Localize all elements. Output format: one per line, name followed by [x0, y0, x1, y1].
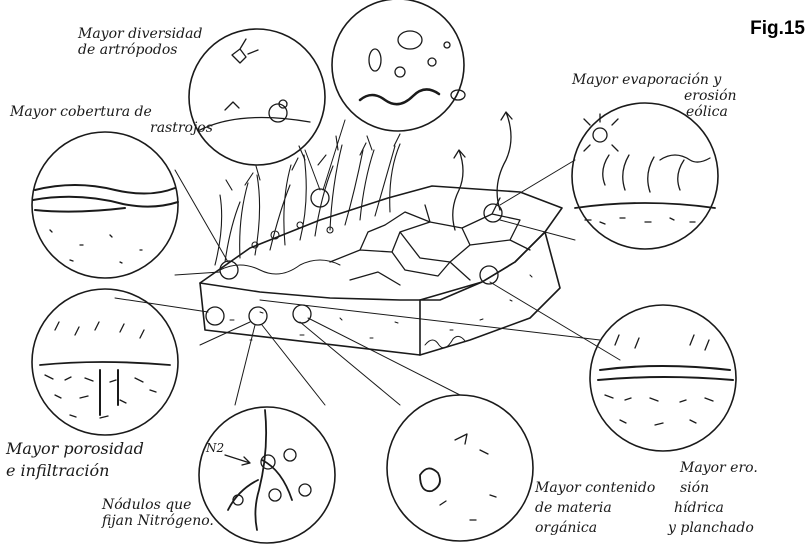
marker-circle [249, 307, 267, 325]
circle-water-erosion [590, 305, 736, 451]
marker-circle [206, 307, 224, 325]
connector-lines [115, 120, 620, 405]
circle-organic-matter [387, 395, 533, 541]
artist-signature [425, 336, 465, 347]
circle-nodules [199, 407, 335, 543]
figure-label: Fig.15 [750, 18, 805, 40]
marker-circle [311, 189, 329, 207]
circle-porosity [32, 289, 178, 435]
evaporation-arrow-1 [453, 150, 465, 230]
marker-circle [293, 305, 311, 323]
label-porosity: Mayor porosidad e infiltración [6, 438, 144, 482]
circle-soil-fauna [332, 0, 465, 131]
label-organic-matter: Mayor contenido de materia orgánica [535, 478, 655, 538]
label-evaporation: Mayor evaporación y erosión eólica [572, 72, 737, 120]
circle-residue-cover [32, 132, 178, 278]
circle-arthropods [189, 29, 325, 165]
label-nodules: Nódulos que fijan Nitrógeno. [102, 497, 214, 529]
marker-circle [480, 266, 498, 284]
label-water-erosion: Mayor ero. sión hídrica y planchado [680, 458, 758, 538]
label-arthropods: Mayor diversidad de artrópodos [78, 26, 202, 58]
label-nitrogen: N2 [206, 440, 224, 456]
marker-circle [220, 261, 238, 279]
circle-evaporation [572, 103, 718, 249]
label-residue-cover: Mayor cobertura de rastrojos [10, 104, 213, 136]
evaporation-arrow-2 [497, 112, 512, 210]
